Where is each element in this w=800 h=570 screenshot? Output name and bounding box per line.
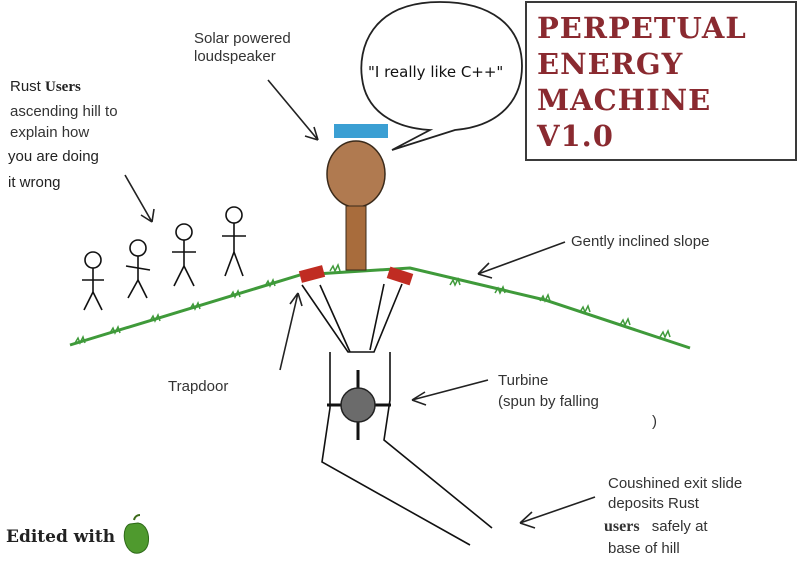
slide-label-rust: Rust [668,495,699,512]
trapdoor-right [386,266,414,286]
turbine-label-line-2: (spun by falling [498,393,599,410]
annotation-arrows [124,79,596,529]
title-line-4: V1.0 [537,119,614,153]
stick-figure-1 [82,251,104,311]
turbine-label-line-3: ) [652,413,657,430]
turbine [327,370,391,440]
slide-label-line-1: Coushined exit slide [608,475,743,492]
users-label-line-3: explain how [10,124,90,141]
users-label-prefix: Rust [10,78,41,95]
loudspeaker [334,124,388,138]
title-line-3: MACHINE [537,83,712,117]
slide-label-line-2: deposits Rust [608,495,699,513]
slope-label: Gently inclined slope [571,233,710,250]
users-label-line-1: Rust Users [10,78,81,96]
head [326,140,386,208]
turbine-label-line-1: Turbine [498,372,549,389]
title-box: PERPETUAL ENERGY MACHINE V1.0 [525,1,797,161]
speaker-label-line-1: Solar powered [194,30,291,47]
slide-label-prefix: deposits [608,495,664,512]
speech-bubble-text: "I really like C++" [368,63,504,81]
tunnel-walls [301,283,493,546]
edited-with-watermark: Edited with [6,527,116,547]
stick-figure-2 [125,239,151,299]
users-label-line-5: it wrong [8,174,61,191]
users-label-line-2: ascending hill to [10,103,118,120]
slide-label-line-3: users safely at [604,518,708,536]
speech-bubble [360,1,523,151]
neck [345,205,367,271]
green-pepper-icon [123,514,149,554]
trapdoor-label: Trapdoor [168,378,229,395]
title-line-2: ENERGY [537,47,684,81]
slide-label-suffix: safely at [651,518,708,535]
title-line-1: PERPETUAL [537,11,747,45]
stick-figure-4 [222,206,246,277]
slide-label-line-4: base of hill [608,540,680,557]
speaker-label-line-2: loudspeaker [194,48,276,65]
trapdoor-left [298,265,326,283]
users-label-line-4: you are doing [8,148,99,165]
hill-slope [69,266,691,350]
stick-figure-3 [172,223,196,287]
grass-tufts [74,263,671,345]
users-label-word: Users [45,79,81,95]
slide-label-users: users [604,518,640,535]
